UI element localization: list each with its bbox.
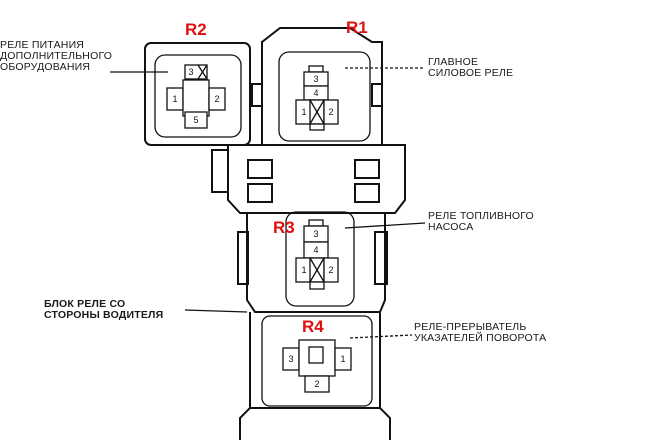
relay-r3-housing: 3 4 1 2 (237, 211, 388, 313)
label-r3-fuel-pump-relay: РЕЛЕ ТОПЛИВНОГО НАСОСА (428, 211, 534, 233)
label-r1-line-2: СИЛОВОЕ РЕЛЕ (428, 67, 514, 79)
r1-pin-3: 3 (313, 74, 318, 84)
relay-r1-housing: 3 4 1 2 (251, 27, 383, 146)
relay-tag-r2: R2 (185, 20, 207, 39)
label-r4-line-2: УКАЗАТЕЛЕЙ ПОВОРОТА (414, 332, 547, 344)
relay-r2-housing: 3 1 2 5 (144, 42, 251, 146)
label-r2-line-1: РЕЛЕ ПИТАНИЯ (0, 39, 85, 51)
label-r3-line-1: РЕЛЕ ТОПЛИВНОГО (428, 210, 534, 222)
r4-pin-3: 3 (288, 354, 293, 364)
block-label-line-1: БЛОК РЕЛЕ СО (44, 298, 126, 310)
label-r2-line-2: ДОПОЛНИТЕЛЬНОГО (0, 50, 113, 62)
leader-lines (110, 67, 426, 339)
r1-pin-2: 2 (328, 107, 333, 117)
r4-pin-2: 2 (314, 379, 319, 389)
label-r1-line-1: ГЛАВНОЕ (428, 56, 479, 68)
label-r2-accessory-relay: РЕЛЕ ПИТАНИЯ ДОПОЛНИТЕЛЬНОГО ОБОРУДОВАНИ… (0, 40, 112, 73)
label-driver-side-relay-block: БЛОК РЕЛЕ СО СТОРОНЫ ВОДИТЕЛЯ (44, 299, 163, 321)
r2-pin-2: 2 (214, 94, 219, 104)
r1-pin-4: 4 (313, 88, 318, 98)
r2-pin-3: 3 (188, 67, 193, 77)
r3-pin-1: 1 (301, 265, 306, 275)
r3-pin-4: 4 (313, 245, 318, 255)
relay-tag-r3: R3 (273, 218, 295, 237)
relay-tag-r4: R4 (302, 317, 324, 336)
r4-pin-1: 1 (340, 354, 345, 364)
r2-pin-5: 5 (193, 115, 198, 125)
r3-pin-3: 3 (313, 229, 318, 239)
relay-tag-r1: R1 (346, 18, 368, 37)
label-r4-line-1: РЕЛЕ-ПРЕРЫВАТЕЛЬ (414, 321, 527, 333)
block-label-line-2: СТОРОНЫ ВОДИТЕЛЯ (44, 309, 164, 321)
label-r1-main-relay: ГЛАВНОЕ СИЛОВОЕ РЕЛЕ (428, 57, 513, 79)
label-r4-turn-signal-relay: РЕЛЕ-ПРЕРЫВАТЕЛЬ УКАЗАТЕЛЕЙ ПОВОРОТА (414, 322, 546, 344)
label-r2-line-3: ОБОРУДОВАНИЯ (0, 61, 91, 73)
r3-pin-2: 2 (328, 265, 333, 275)
middle-connector-section (211, 144, 406, 214)
r1-pin-1: 1 (301, 107, 306, 117)
r2-pin-1: 1 (172, 94, 177, 104)
relay-r4-housing: 3 1 2 (239, 312, 391, 440)
label-r3-line-2: НАСОСА (428, 221, 474, 233)
